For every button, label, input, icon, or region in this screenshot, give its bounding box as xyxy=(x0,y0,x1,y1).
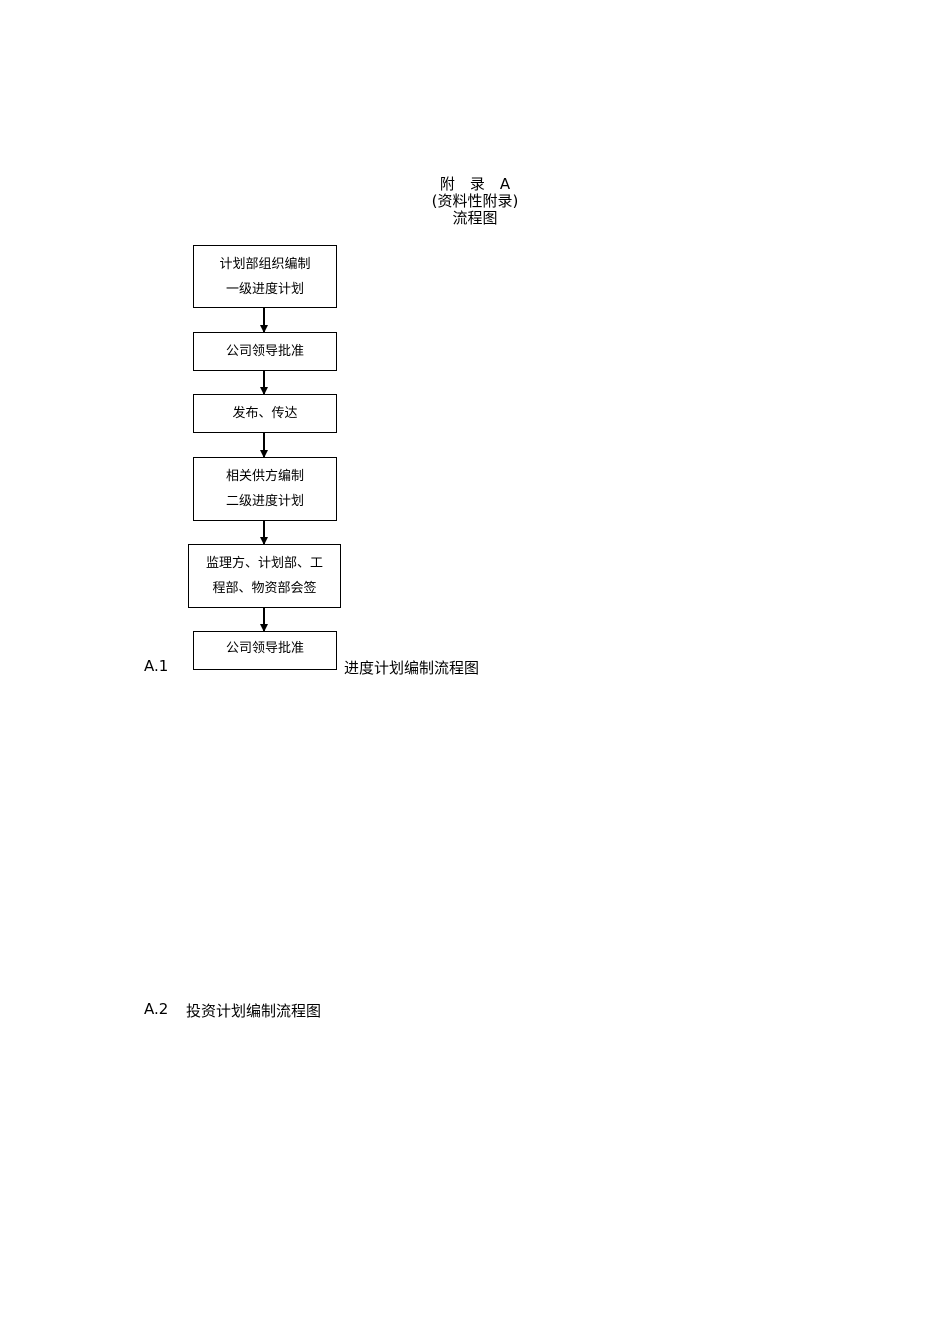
flow-arrow xyxy=(260,371,268,395)
flow-arrow xyxy=(260,521,268,545)
flow-step-text: 发布、传达 xyxy=(232,406,298,421)
flow-step-text: 公司领导批准 xyxy=(225,641,304,656)
flow-step-5: 监理方、计划部、工 程部、物资部会签 xyxy=(188,544,341,608)
flow-step-3: 发布、传达 xyxy=(193,394,337,433)
section-a1-title: 进度计划编制流程图 xyxy=(344,659,480,677)
flow-step-text: 一级进度计划 xyxy=(225,281,304,297)
flow-step-text: 二级进度计划 xyxy=(225,494,304,509)
flow-arrow xyxy=(260,433,268,458)
flow-step-4: 相关供方编制 二级进度计划 xyxy=(193,457,337,521)
section-a2-title: 投资计划编制流程图 xyxy=(186,1002,322,1020)
flow-arrow xyxy=(260,608,268,632)
flow-step-text: 计划部组织编制 xyxy=(219,256,311,272)
flow-arrow xyxy=(260,308,268,333)
appendix-subtitle: (资料性附录) xyxy=(431,192,519,210)
flow-step-text: 公司领导批准 xyxy=(225,344,304,359)
appendix-title: 附 录 A xyxy=(439,175,511,193)
section-a2-number: A.2 xyxy=(144,1000,169,1018)
flow-step-6: 公司领导批准 xyxy=(193,631,337,670)
flow-step-1: 计划部组织编制 一级进度计划 xyxy=(193,245,337,308)
flow-step-text: 相关供方编制 xyxy=(225,469,304,484)
flow-step-text: 程部、物资部会签 xyxy=(212,581,317,596)
flow-step-2: 公司领导批准 xyxy=(193,332,337,371)
appendix-heading: 流程图 xyxy=(452,209,498,227)
section-a1-number: A.1 xyxy=(144,657,169,675)
flow-step-text: 监理方、计划部、工 xyxy=(205,556,323,571)
